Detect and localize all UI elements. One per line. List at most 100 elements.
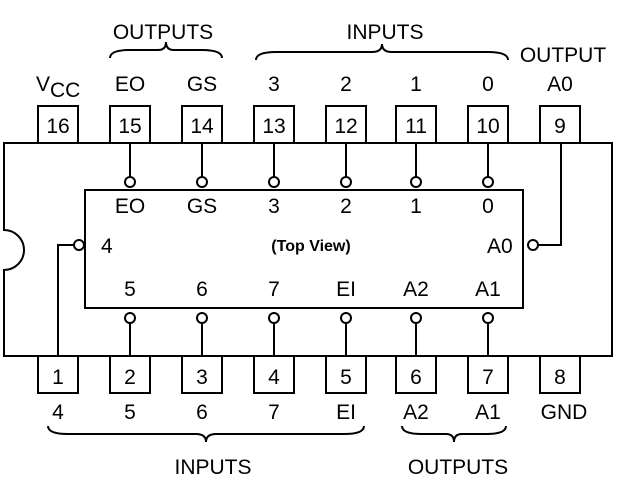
pin-box bbox=[37, 355, 79, 394]
inner-pin-label: EO bbox=[115, 195, 145, 218]
top-outputs-label: OUTPUTS bbox=[113, 21, 213, 44]
pin-box bbox=[109, 355, 151, 394]
bottom-inputs-bracket bbox=[47, 425, 365, 443]
pin-label: A1 bbox=[475, 401, 501, 424]
pin-bubble bbox=[340, 312, 352, 324]
pin-label: GS bbox=[187, 73, 217, 96]
inner-left-label: 4 bbox=[101, 235, 113, 258]
pin-number: 2 bbox=[124, 366, 136, 389]
pin-bubble bbox=[196, 176, 208, 188]
inner-pin-label: 5 bbox=[124, 278, 136, 301]
pin-number: 1 bbox=[52, 366, 64, 389]
bottom-inputs-label: INPUTS bbox=[174, 456, 251, 479]
pin-number: 7 bbox=[482, 366, 494, 389]
pin-label: 7 bbox=[268, 401, 280, 424]
package-outline bbox=[3, 142, 613, 357]
inner-pin-label: A2 bbox=[403, 278, 429, 301]
pin-bubble bbox=[268, 312, 280, 324]
pin-box bbox=[539, 105, 581, 144]
pin-number: 16 bbox=[46, 115, 69, 138]
pin-box bbox=[395, 105, 437, 144]
top-pin-13: 13 3 3 bbox=[253, 73, 295, 218]
inner-pin-label: EI bbox=[336, 278, 356, 301]
pin-label: 2 bbox=[340, 73, 352, 96]
top-inputs-bracket bbox=[255, 43, 509, 61]
inner-pin-label: 6 bbox=[196, 278, 208, 301]
inner-pin-label: 0 bbox=[482, 195, 494, 218]
pin-number: 8 bbox=[554, 366, 566, 389]
top-pin-10: 10 0 0 bbox=[467, 73, 509, 218]
pin-label: 4 bbox=[52, 401, 64, 424]
pin-number: 15 bbox=[118, 115, 141, 138]
pin1-bubble bbox=[73, 239, 85, 251]
inner-right-label: A0 bbox=[487, 235, 513, 258]
inner-pin-label: 3 bbox=[268, 195, 280, 218]
pin-label: EO bbox=[115, 73, 145, 96]
vcc-label: VCC bbox=[36, 73, 80, 102]
pin-bubble bbox=[410, 176, 422, 188]
pin-label: 3 bbox=[268, 73, 280, 96]
bottom-outputs-bracket bbox=[401, 425, 507, 443]
pin-label: 1 bbox=[410, 73, 422, 96]
pin-number: 3 bbox=[196, 366, 208, 389]
pin-number: 13 bbox=[262, 115, 285, 138]
top-output-label: OUTPUT bbox=[520, 44, 607, 67]
pin-label: A2 bbox=[403, 401, 429, 424]
pin-number: 14 bbox=[190, 115, 214, 138]
pin-bubble bbox=[124, 176, 136, 188]
inner-chip-box bbox=[84, 189, 524, 309]
pin-bubble bbox=[482, 176, 494, 188]
pin-box bbox=[109, 105, 151, 144]
pin-bubble bbox=[482, 312, 494, 324]
pin-box bbox=[181, 105, 223, 144]
bottom-pin-4: 4 7 7 bbox=[253, 278, 295, 424]
bottom-pin-2: 2 5 5 bbox=[109, 278, 151, 424]
bottom-pin-3: 3 6 6 bbox=[181, 278, 223, 424]
pin-label: 5 bbox=[124, 401, 136, 424]
top-pin-9: 9A0 bbox=[539, 73, 581, 144]
top-outputs-bracket bbox=[109, 41, 223, 59]
pin-bubble bbox=[410, 312, 422, 324]
pin-box bbox=[37, 105, 79, 144]
top-view-label: (Top View) bbox=[271, 238, 350, 255]
pin-box bbox=[467, 105, 509, 144]
pin-box bbox=[539, 355, 581, 394]
pin-number: 5 bbox=[340, 366, 352, 389]
pin-box bbox=[325, 355, 367, 394]
pin-number: 9 bbox=[554, 115, 566, 138]
pin-label: 6 bbox=[196, 401, 208, 424]
pin-number: 11 bbox=[405, 115, 427, 138]
bottom-outputs-label: OUTPUTS bbox=[408, 456, 508, 479]
pin9-bubble bbox=[527, 239, 539, 251]
pin-box bbox=[253, 355, 295, 394]
pin-number: 10 bbox=[476, 115, 499, 138]
inner-pin-label: GS bbox=[187, 195, 217, 218]
pin-label: GND bbox=[541, 401, 588, 424]
pin-bubble bbox=[196, 312, 208, 324]
top-inputs-label: INPUTS bbox=[346, 21, 423, 44]
pin9-trace bbox=[538, 143, 562, 246]
inner-pin-label: 2 bbox=[340, 195, 352, 218]
bottom-pin-1: 14 bbox=[37, 355, 79, 424]
pin-label: 0 bbox=[482, 73, 494, 96]
inner-pin-label: A1 bbox=[475, 278, 501, 301]
pin-box bbox=[325, 105, 367, 144]
inner-pin-label: 1 bbox=[410, 195, 422, 218]
pin-number: 6 bbox=[410, 366, 422, 389]
pin-bubble bbox=[268, 176, 280, 188]
inner-pin-label: 7 bbox=[268, 278, 280, 301]
pin-label: EI bbox=[336, 401, 356, 424]
pin-number: 4 bbox=[268, 366, 280, 389]
top-pin-16: 16 bbox=[37, 105, 79, 144]
pin-bubble bbox=[340, 176, 352, 188]
